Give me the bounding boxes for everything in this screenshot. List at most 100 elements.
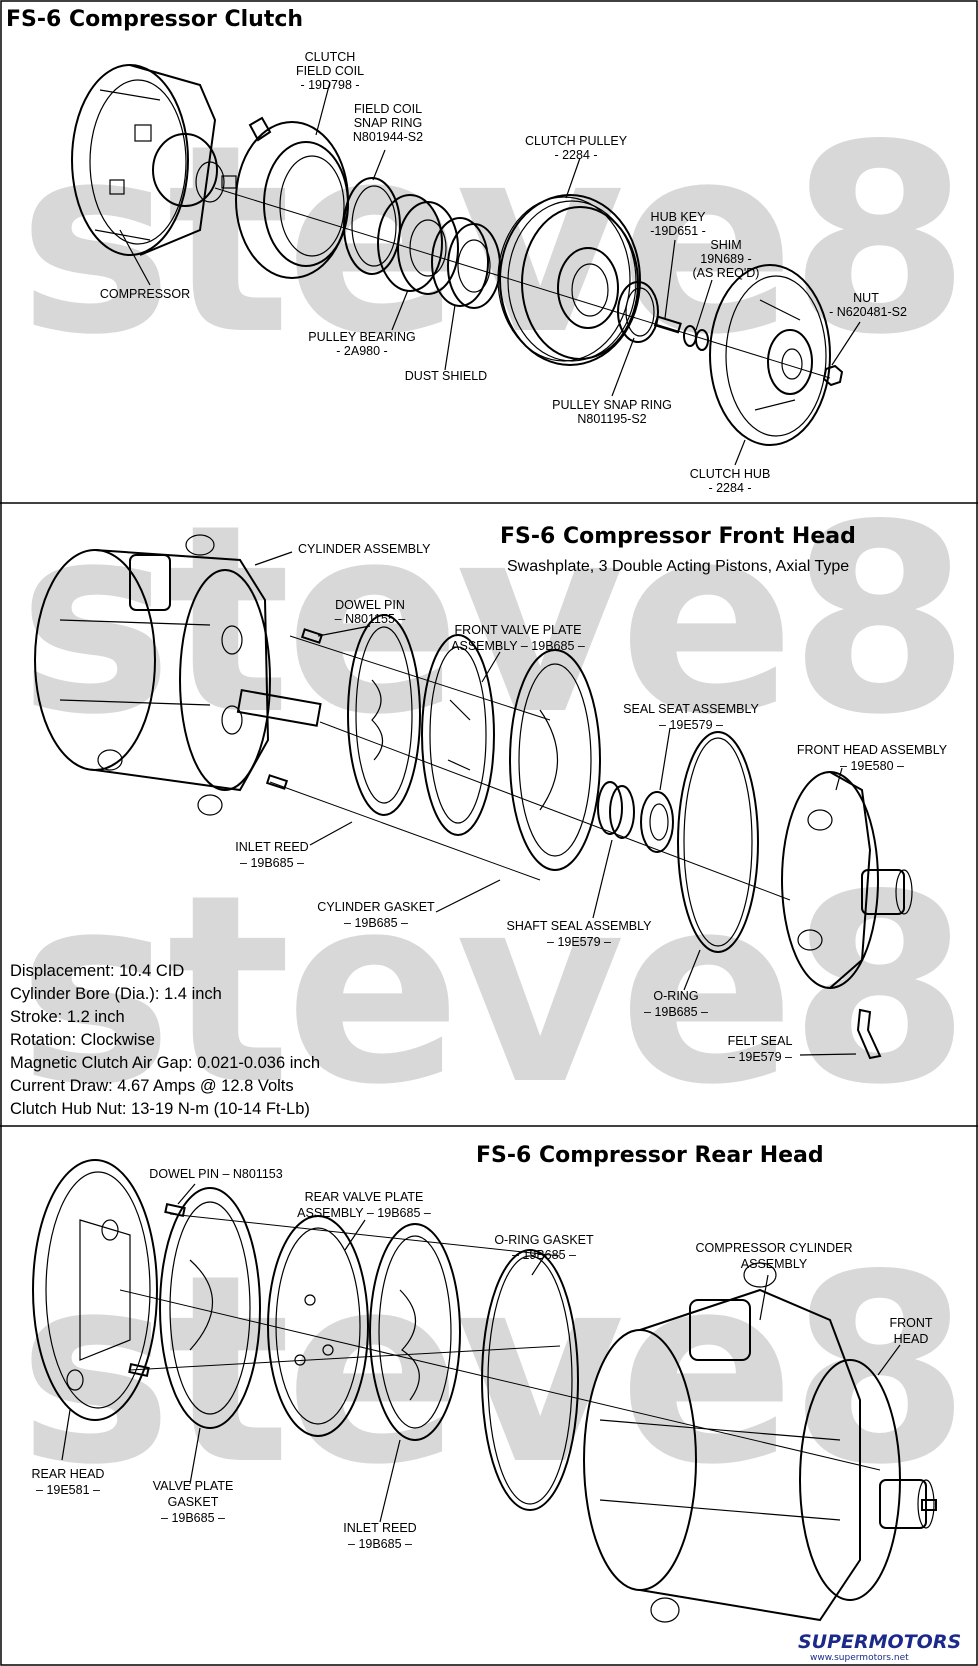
label-cylinder-gasket-1: CYLINDER GASKET — [317, 900, 435, 914]
field-coil-snap-ring — [343, 177, 401, 275]
front-guide-lines — [269, 635, 791, 901]
label-hub-key-1: HUB KEY — [651, 210, 707, 224]
label-compressor: COMPRESSOR — [100, 287, 190, 301]
label-pulley-bearing-1: PULLEY BEARING — [308, 330, 415, 344]
label-rear-head-1: REAR HEAD — [32, 1467, 105, 1481]
label-shim-3: (AS REQ'D) — [693, 266, 760, 280]
label-valve-plate-gasket-1: VALVE PLATE — [153, 1479, 234, 1493]
shims — [683, 325, 709, 351]
rear-guide-lines — [119, 1213, 881, 1471]
front-head-section: FS-6 Compressor Front Head Swashplate, 3… — [10, 524, 948, 1118]
label-felt-seal-1: FELT SEAL — [728, 1034, 793, 1048]
dowel-pin-bottom — [265, 774, 289, 790]
label-clutch-pulley-1: CLUTCH PULLEY — [525, 134, 628, 148]
rear-front-head — [799, 1359, 937, 1601]
front-title: FS-6 Compressor Front Head — [500, 524, 856, 549]
spec-line: Rotation: Clockwise — [10, 1031, 155, 1049]
label-nut-1: NUT — [853, 291, 879, 305]
clutch-labels: CLUTCH FIELD COIL - 19D798 - FIELD COIL … — [100, 50, 907, 495]
label-shim-1: SHIM — [710, 238, 741, 252]
label-seal-seat-2: – 19E579 – — [659, 718, 723, 732]
compressor-cylinder-assembly — [583, 1262, 861, 1623]
watermark: steve83 steve83 steve83 steve83 — [18, 90, 978, 1522]
label-inlet-reed-2: – 19B685 – — [240, 856, 304, 870]
label-o-ring-gasket-1: O-RING GASKET — [494, 1233, 594, 1247]
label-shim-2: 19N689 - — [700, 252, 751, 266]
cylinder-gasket — [421, 634, 495, 836]
cylinder-assembly — [34, 534, 322, 816]
supermotors-logo: SUPERMOTORS www.supermotors.net — [798, 1631, 961, 1663]
label-seal-seat-1: SEAL SEAT ASSEMBLY — [623, 702, 759, 716]
label-dowel-pin-2: – N801155 – — [335, 612, 406, 626]
spec-line: Magnetic Clutch Air Gap: 0.021-0.036 inc… — [10, 1054, 320, 1072]
label-hub-key-2: -19D651 - — [650, 224, 706, 238]
rear-dowel-pin-bottom — [128, 1363, 150, 1377]
label-front-valve-plate-1: FRONT VALVE PLATE — [455, 623, 582, 637]
label-felt-seal-2: – 19E579 – — [728, 1050, 792, 1064]
pulley-snap-ring — [617, 281, 659, 343]
rear-head-section: FS-6 Compressor Rear Head — [32, 1143, 937, 1623]
label-cylinder-assembly: CYLINDER ASSEMBLY — [298, 542, 431, 556]
label-dust-shield: DUST SHIELD — [405, 369, 487, 383]
felt-seal — [856, 1008, 882, 1060]
label-front-head-2: HEAD — [894, 1332, 929, 1346]
label-front-head-1: FRONT — [889, 1316, 932, 1330]
front-head-assembly — [781, 771, 913, 989]
label-shaft-seal-1: SHAFT SEAL ASSEMBLY — [507, 919, 653, 933]
label-cylinder-gasket-2: – 19B685 – — [344, 916, 408, 930]
spec-line: Current Draw: 4.67 Amps @ 12.8 Volts — [10, 1077, 294, 1095]
clutch-hub — [709, 264, 831, 446]
label-field-coil-1: CLUTCH — [305, 50, 356, 64]
label-cylinder-assembly-2: ASSEMBLY — [741, 1257, 808, 1271]
o-ring — [677, 731, 759, 953]
rear-leaders — [61, 1183, 901, 1523]
label-pulley-snap-ring-1: PULLEY SNAP RING — [552, 398, 672, 412]
inlet-reed — [347, 614, 421, 816]
label-valve-plate-gasket-2: GASKET — [168, 1495, 219, 1509]
dowel-pin-top — [300, 628, 324, 644]
compressor-body — [71, 64, 237, 256]
svg-text:www.supermotors.net: www.supermotors.net — [810, 1653, 909, 1663]
label-rear-dowel-pin: DOWEL PIN – N801153 — [149, 1167, 282, 1181]
label-front-head-assembly-2: – 19E580 – — [840, 759, 904, 773]
label-rear-head-2: – 19E581 – — [36, 1483, 100, 1497]
front-valve-plate — [509, 649, 601, 871]
shaft-seal — [597, 781, 635, 839]
label-front-valve-plate-2: ASSEMBLY – 19B685 – — [451, 639, 585, 653]
pulley-bearing — [377, 194, 459, 295]
label-snap-ring-1: FIELD COIL — [354, 102, 422, 116]
rear-labels: DOWEL PIN – N801153 REAR VALVE PLATE ASS… — [32, 1167, 933, 1551]
clutch-leaders — [119, 81, 861, 466]
label-field-coil-2: FIELD COIL — [296, 64, 364, 78]
clutch-title: FS-6 Compressor Clutch — [6, 7, 303, 32]
spec-line: Stroke: 1.2 inch — [10, 1008, 125, 1026]
rear-valve-plate — [267, 1215, 369, 1437]
valve-plate-gasket — [159, 1187, 261, 1429]
spec-list: Displacement: 10.4 CID Cylinder Bore (Di… — [10, 962, 320, 1118]
label-field-coil-3: - 19D798 - — [300, 78, 359, 92]
rear-title: FS-6 Compressor Rear Head — [476, 1143, 824, 1168]
front-subtitle: Swashplate, 3 Double Acting Pistons, Axi… — [507, 558, 849, 575]
label-shaft-seal-2: – 19E579 – — [547, 935, 611, 949]
svg-text:steve83: steve83 — [18, 470, 978, 772]
label-inlet-reed-1: INLET REED — [235, 840, 308, 854]
label-o-ring-2: – 19B685 – — [644, 1005, 708, 1019]
label-snap-ring-2: SNAP RING — [354, 116, 423, 130]
label-clutch-pulley-2: - 2284 - — [554, 148, 597, 162]
spec-line: Displacement: 10.4 CID — [10, 962, 184, 980]
svg-text:steve83: steve83 — [18, 90, 978, 392]
label-rear-inlet-reed-2: – 19B685 – — [348, 1537, 412, 1551]
label-clutch-hub-2: - 2284 - — [708, 481, 751, 495]
spec-line: Cylinder Bore (Dia.): 1.4 inch — [10, 985, 222, 1003]
label-rear-valve-plate-1: REAR VALVE PLATE — [305, 1190, 424, 1204]
label-rear-valve-plate-2: ASSEMBLY – 19B685 – — [297, 1206, 431, 1220]
rear-inlet-reed — [369, 1223, 461, 1441]
clutch-section: FS-6 Compressor Clutch — [6, 7, 907, 495]
nut — [822, 364, 844, 387]
hub-key — [653, 315, 682, 334]
spec-line: Clutch Hub Nut: 13-19 N-m (10-14 Ft-Lb) — [10, 1100, 310, 1118]
label-o-ring-gasket-2: – 19B685 – — [512, 1248, 576, 1262]
svg-text:SUPERMOTORS: SUPERMOTORS — [798, 1631, 961, 1653]
